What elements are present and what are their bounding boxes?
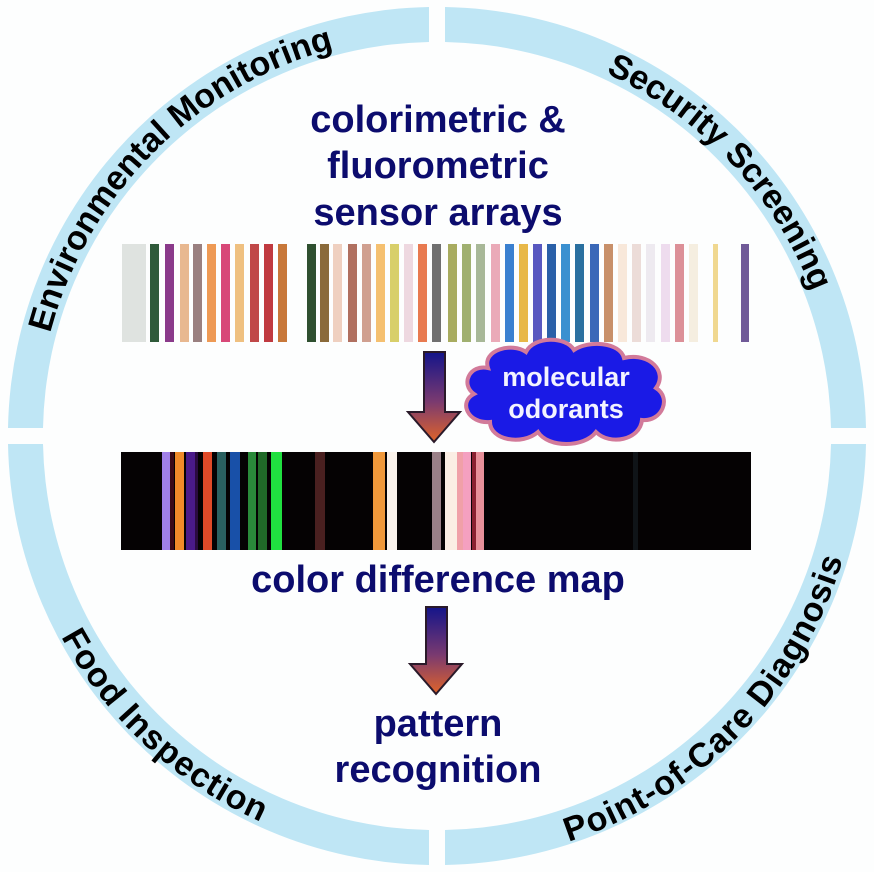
- difference-spot: [472, 452, 476, 550]
- sensor-spot: [250, 244, 259, 342]
- sensor-spot: [646, 244, 655, 342]
- sensor-spot: [491, 244, 500, 342]
- sensor-spot: [741, 244, 749, 342]
- sensor-spot: [575, 244, 584, 342]
- sensor-spot: [462, 244, 471, 342]
- sensor-spot: [278, 244, 287, 342]
- difference-spot: [476, 452, 484, 550]
- ring-quadrant-top-left: [8, 7, 429, 428]
- sensor-spot: [390, 244, 399, 342]
- difference-spot: [230, 452, 240, 550]
- difference-spot: [203, 452, 212, 550]
- difference-spot: [217, 452, 226, 550]
- difference-spot: [258, 452, 267, 550]
- sensor-spot: [448, 244, 457, 342]
- sensor-spot: [713, 244, 718, 342]
- sensor-spot: [376, 244, 385, 342]
- sensor-spot: [519, 244, 528, 342]
- sensor-spot: [180, 244, 189, 342]
- sensor-spot: [618, 244, 627, 342]
- difference-spot: [633, 452, 638, 550]
- sensor-spot: [362, 244, 371, 342]
- heading-line-1: colorimetric &: [310, 99, 566, 141]
- sensor-spot: [547, 244, 556, 342]
- color-difference-map-strip: [121, 452, 751, 550]
- sensor-spot: [561, 244, 570, 342]
- difference-spot: [186, 452, 195, 550]
- application-ring: [8, 7, 866, 865]
- sensor-spot: [235, 244, 244, 342]
- sensor-spot: [333, 244, 342, 342]
- difference-spot: [387, 452, 397, 550]
- difference-spot: [315, 452, 325, 550]
- cloud-line-2: odorants: [508, 394, 624, 424]
- sensor-spot: [533, 244, 542, 342]
- ring-quadrant-bottom-left: [8, 444, 429, 865]
- sensor-array-strip: [122, 244, 749, 342]
- sensor-spot: [505, 244, 514, 342]
- result-line-1: pattern: [374, 703, 503, 745]
- sensor-spot: [193, 244, 202, 342]
- pattern-recognition-label: pattern recognition: [335, 703, 542, 791]
- sensor-spot: [675, 244, 684, 342]
- difference-spot: [195, 452, 198, 550]
- molecular-odorants-cloud: molecular odorants: [464, 337, 666, 446]
- sensor-spot: [590, 244, 599, 342]
- sensor-spot: [165, 244, 174, 342]
- sensor-spot: [404, 244, 413, 342]
- ring-quadrant-top-right: [445, 7, 866, 428]
- difference-spot: [170, 452, 174, 550]
- sensor-spot: [661, 244, 670, 342]
- sensor-spot: [307, 244, 316, 342]
- difference-spot: [162, 452, 170, 550]
- sensor-spot: [320, 244, 329, 342]
- sensor-spot: [122, 244, 146, 342]
- difference-spot: [271, 452, 282, 550]
- difference-spot: [463, 452, 471, 550]
- sensor-spot: [476, 244, 485, 342]
- sensor-spot: [207, 244, 216, 342]
- cloud-icon: [464, 337, 666, 446]
- sensor-array-heading: colorimetric & fluorometric sensor array…: [310, 99, 566, 234]
- down-arrow-icon: [407, 606, 465, 696]
- cloud-line-1: molecular: [502, 362, 630, 392]
- difference-spot: [175, 452, 184, 550]
- sensor-spot: [264, 244, 273, 342]
- difference-spot: [248, 452, 256, 550]
- difference-map-label: color difference map: [251, 559, 625, 601]
- ring-quadrant-bottom-right: [445, 444, 866, 865]
- difference-spot: [457, 452, 463, 550]
- difference-spot: [432, 452, 441, 550]
- heading-line-2: fluorometric: [327, 145, 549, 187]
- heading-line-3: sensor arrays: [313, 192, 562, 234]
- sensor-spot: [604, 244, 613, 342]
- result-line-2: recognition: [335, 749, 542, 791]
- sensor-spot: [632, 244, 641, 342]
- sensor-spot: [150, 244, 159, 342]
- down-arrow-icon: [405, 351, 463, 444]
- sensor-spot: [418, 244, 427, 342]
- sensor-spot: [432, 244, 441, 342]
- difference-spot: [445, 452, 457, 550]
- sensor-spot: [348, 244, 357, 342]
- difference-spot: [373, 452, 385, 550]
- sensor-spot: [689, 244, 698, 342]
- sensor-spot: [221, 244, 230, 342]
